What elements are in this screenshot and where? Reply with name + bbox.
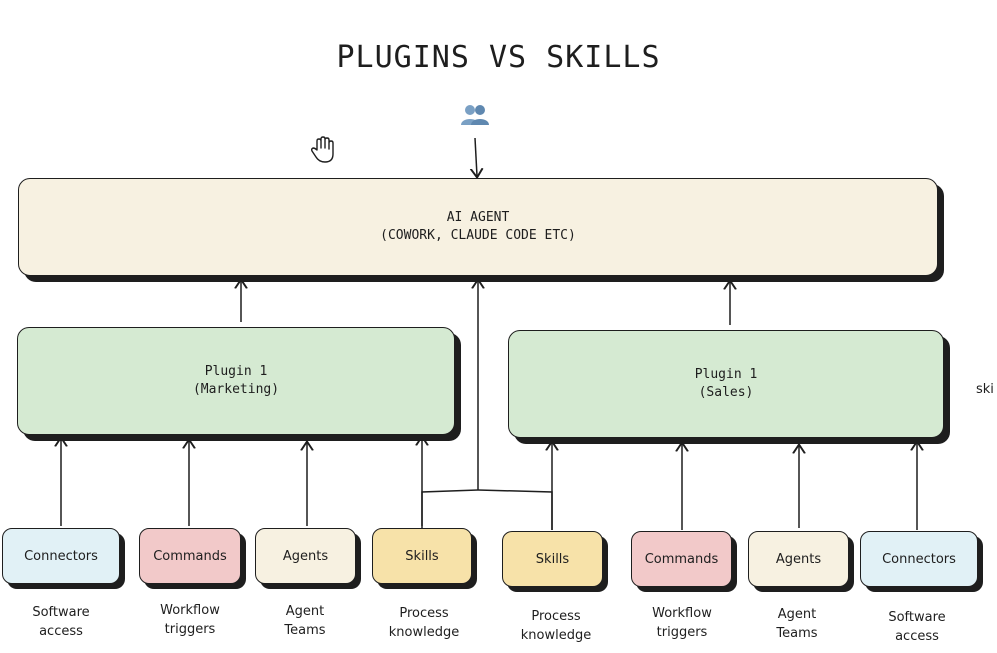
- arrow-users-to-agent: [475, 137, 477, 176]
- component-commands: Commands: [631, 531, 732, 587]
- plugin-subtitle: (Marketing): [192, 382, 280, 397]
- component-label: Connectors: [882, 551, 956, 567]
- plugin-sales-box: Plugin 1 (Sales): [508, 330, 944, 438]
- component-commands: Commands: [139, 528, 241, 584]
- ai-agent-title: AI AGENT: [446, 210, 510, 225]
- ai-agent-box: AI AGENT (COWORK, CLAUDE CODE ETC): [18, 178, 938, 276]
- component-agents: Agents: [255, 528, 356, 584]
- hand-cursor-icon: [310, 136, 334, 163]
- plugin-marketing-box: Plugin 1 (Marketing): [17, 327, 455, 435]
- diagram-title: PLUGINS VS SKILLS: [336, 40, 661, 75]
- users-icon: [461, 105, 489, 125]
- component-label: Commands: [153, 548, 227, 564]
- skills-branch-left: [421, 489, 479, 528]
- component-label: Skills: [405, 548, 439, 564]
- plugin-title: Plugin 1: [694, 367, 758, 382]
- component-connectors: Connectors: [860, 531, 978, 587]
- component-agents: Agents: [748, 531, 849, 587]
- component-label: Commands: [644, 551, 719, 567]
- side-text: ski: [976, 382, 994, 397]
- component-connectors: Connectors: [2, 528, 120, 584]
- component-skills: Skills: [502, 531, 603, 587]
- component-label: Agents: [282, 548, 329, 564]
- ai-agent-subtitle: (COWORK, CLAUDE CODE ETC): [380, 228, 576, 243]
- component-label: Connectors: [24, 548, 98, 564]
- plugin-title: Plugin 1: [204, 364, 268, 379]
- component-label: Agents: [775, 551, 822, 567]
- component-skills: Skills: [372, 528, 472, 584]
- plugin-subtitle: (Sales): [698, 385, 754, 400]
- skills-branch-right: [477, 489, 553, 530]
- component-label: Skills: [535, 551, 570, 567]
